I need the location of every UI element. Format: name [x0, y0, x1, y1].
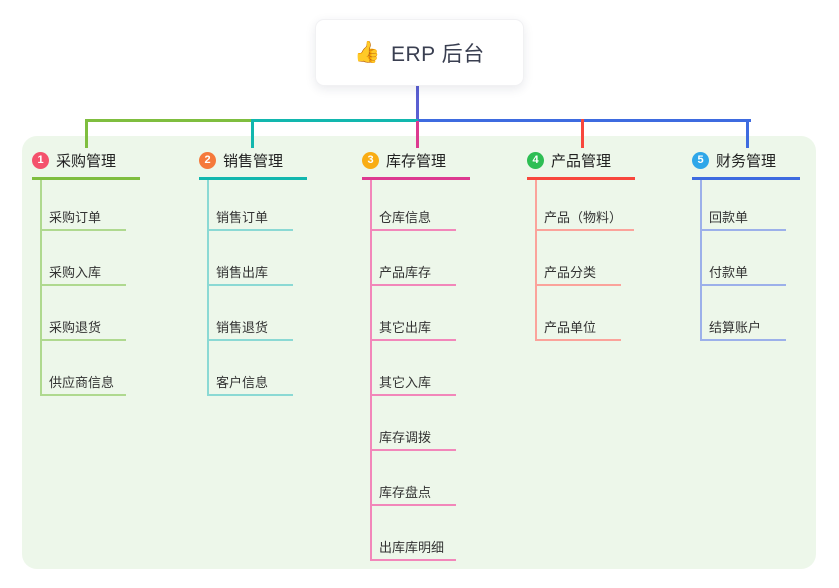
badge-1: 1: [32, 151, 49, 169]
child-label: 结算账户: [709, 320, 762, 335]
branch-underline: [692, 177, 800, 180]
child-node[interactable]: 结算账户: [700, 315, 786, 341]
child-label: 其它入库: [379, 375, 432, 390]
branch-underline: [362, 177, 470, 180]
branch-node-purchase[interactable]: 1 采购管理: [32, 148, 140, 172]
child-label: 仓库信息: [379, 210, 432, 225]
child-node[interactable]: 库存盘点: [370, 480, 456, 506]
child-label: 库存盘点: [379, 485, 432, 500]
branch-spine: [207, 180, 209, 396]
child-node[interactable]: 客户信息: [207, 370, 293, 396]
child-label: 销售退货: [216, 320, 269, 335]
child-label: 库存调拨: [379, 430, 432, 445]
child-label: 其它出库: [379, 320, 432, 335]
trunk-line-sales: [251, 119, 418, 122]
branch-title: 采购管理: [56, 152, 117, 170]
drop-line-sales: [251, 119, 254, 148]
branch-spine: [370, 180, 372, 561]
branch-title: 销售管理: [223, 152, 284, 170]
child-label: 采购订单: [49, 210, 102, 225]
badge-5: 5: [692, 151, 709, 169]
child-node[interactable]: 采购退货: [40, 315, 126, 341]
drop-line-product: [581, 119, 584, 148]
drop-line-inventory: [416, 121, 419, 148]
branch-title: 财务管理: [716, 152, 777, 170]
child-node[interactable]: 回款单: [700, 205, 786, 231]
child-node[interactable]: 付款单: [700, 260, 786, 286]
badge-4: 4: [527, 151, 544, 169]
child-node[interactable]: 出库库明细: [370, 535, 457, 561]
branch-node-inventory[interactable]: 3 库存管理: [362, 148, 470, 172]
child-label: 销售订单: [216, 210, 269, 225]
branch-spine: [700, 180, 702, 341]
branch-underline: [199, 177, 307, 180]
child-node[interactable]: 库存调拨: [370, 425, 456, 451]
branch-node-finance[interactable]: 5 财务管理: [692, 148, 800, 172]
root-node[interactable]: 👍 ERP 后台: [315, 19, 524, 86]
thumbs-up-icon: 👍: [354, 40, 381, 64]
child-label: 采购入库: [49, 265, 102, 280]
child-label: 产品单位: [544, 320, 597, 335]
child-label: 销售出库: [216, 265, 269, 280]
child-label: 出库库明细: [379, 540, 445, 555]
child-node[interactable]: 产品分类: [535, 260, 621, 286]
root-stem-line: [416, 84, 419, 121]
branch-node-product[interactable]: 4 产品管理: [527, 148, 635, 172]
badge-2: 2: [199, 151, 216, 169]
drop-line-finance: [746, 119, 749, 148]
child-label: 产品（物料）: [544, 210, 623, 225]
branch-title: 库存管理: [386, 152, 447, 170]
branch-spine: [535, 180, 537, 341]
child-node[interactable]: 采购订单: [40, 205, 126, 231]
branch-underline: [527, 177, 635, 180]
trunk-line-right: [418, 119, 751, 122]
child-label: 客户信息: [216, 375, 269, 390]
child-label: 回款单: [709, 210, 749, 225]
child-node[interactable]: 销售订单: [207, 205, 293, 231]
child-label: 产品分类: [544, 265, 597, 280]
child-node[interactable]: 销售退货: [207, 315, 293, 341]
trunk-line-purchase: [85, 119, 253, 122]
badge-3: 3: [362, 151, 379, 169]
child-node[interactable]: 产品单位: [535, 315, 621, 341]
child-node[interactable]: 产品（物料）: [535, 205, 635, 231]
child-node[interactable]: 产品库存: [370, 260, 456, 286]
child-label: 付款单: [709, 265, 749, 280]
root-node-label: ERP 后台: [391, 42, 485, 66]
child-node[interactable]: 销售出库: [207, 260, 293, 286]
child-label: 供应商信息: [49, 375, 115, 390]
child-node[interactable]: 采购入库: [40, 260, 126, 286]
child-label: 采购退货: [49, 320, 102, 335]
child-node[interactable]: 其它出库: [370, 315, 456, 341]
child-node[interactable]: 其它入库: [370, 370, 456, 396]
branches-panel: [22, 136, 816, 569]
child-label: 产品库存: [379, 265, 432, 280]
child-node[interactable]: 仓库信息: [370, 205, 456, 231]
branch-node-sales[interactable]: 2 销售管理: [199, 148, 307, 172]
branch-underline: [32, 177, 140, 180]
branch-title: 产品管理: [551, 152, 612, 170]
branch-spine: [40, 180, 42, 396]
drop-line-purchase: [85, 119, 88, 148]
child-node[interactable]: 供应商信息: [40, 370, 127, 396]
